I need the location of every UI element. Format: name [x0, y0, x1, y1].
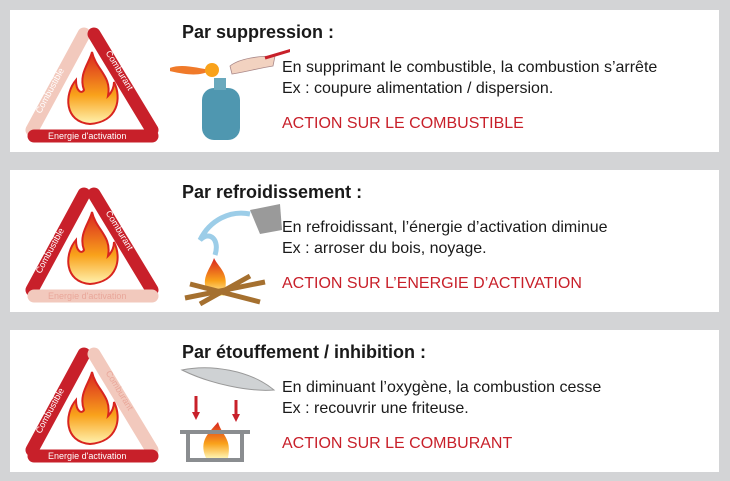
- method-title: Par refroidissement :: [182, 182, 363, 202]
- method-title: Par étouffement / inhibition :: [182, 342, 426, 362]
- fire-triangle-diagram: Combustible Comburant Energie d'activati…: [25, 347, 159, 463]
- method-example: Ex : arroser du bois, noyage.: [282, 240, 487, 257]
- lid-fryer-icon: [180, 367, 276, 462]
- panel-suppression: Combustible Comburant Energie d'activati…: [10, 10, 719, 152]
- label-energie: Energie d'activation: [48, 131, 126, 141]
- action-label: ACTION SUR LE COMBUSTIBLE: [282, 115, 524, 132]
- fire-triangle-diagram: Combustible Comburant Energie d'activati…: [25, 187, 159, 303]
- method-example: Ex : coupure alimentation / dispersion.: [282, 80, 554, 97]
- method-title: Par suppression :: [182, 22, 335, 42]
- label-energie: Energie d'activation: [48, 291, 126, 301]
- method-example: Ex : recouvrir une friteuse.: [282, 400, 469, 417]
- action-label: ACTION SUR L’ENERGIE D’ACTIVATION: [282, 275, 582, 292]
- bucket-water-campfire-icon: [184, 204, 282, 307]
- flame-icon: [67, 51, 119, 126]
- fire-triangle-diagram: Combustible Comburant Energie d'activati…: [25, 27, 159, 143]
- method-description: En supprimant le combustible, la combust…: [282, 59, 658, 76]
- panel-refroidissement: Combustible Comburant Energie d'activati…: [10, 170, 719, 312]
- panel-etouffement: Combustible Comburant Energie d'activati…: [10, 330, 719, 472]
- action-label: ACTION SUR LE COMBURANT: [282, 435, 513, 452]
- label-energie: Energie d'activation: [48, 451, 126, 461]
- flame-icon: [67, 211, 119, 286]
- method-description: En refroidissant, l’énergie d’activation…: [282, 219, 608, 236]
- method-description: En diminuant l’oxygène, la combustion ce…: [282, 379, 602, 396]
- flame-icon: [67, 371, 119, 446]
- gas-bottle-hand-icon: [170, 49, 290, 140]
